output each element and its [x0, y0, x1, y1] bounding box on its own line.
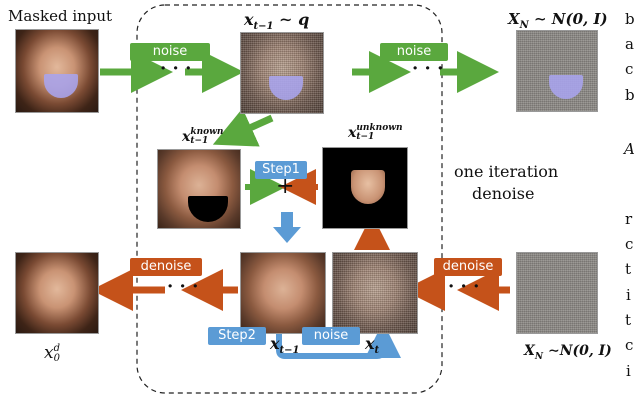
unknown-face-region [351, 170, 385, 204]
ellipsis-top-left: · · · [160, 58, 192, 79]
denoise-chip-left: denoise [130, 258, 202, 276]
xt1-bottom-label: xt−1 [270, 334, 300, 357]
denoise-caption: denoise [472, 184, 535, 203]
xt1-q-label: xt−1 ∼ q [244, 10, 310, 33]
mask-region-purple [44, 74, 78, 98]
xn-top-label: XN ∼ N(0, I) [508, 10, 608, 31]
mask-region-purple-top [269, 76, 303, 100]
noise-chip-right: noise [380, 43, 448, 61]
denoise-chip-right: denoise [434, 258, 502, 276]
xt1-image-bottom [240, 252, 326, 334]
ellipsis-bottom-right: · · · [448, 276, 480, 297]
known-image [157, 149, 241, 229]
mask-region-purple-xn [549, 75, 583, 99]
output-image [15, 252, 99, 334]
noise-chip-bottom: noise [302, 327, 360, 345]
arrow-step1-down [273, 212, 301, 243]
margin-letter-0: b [625, 10, 635, 28]
iteration-dashed-box [136, 4, 443, 394]
unknown-image [322, 147, 408, 229]
margin-letter-2: c [625, 60, 634, 78]
margin-letter-10: c [625, 336, 634, 354]
xn-bottom-label: XN ∼N(0, I) [524, 343, 612, 362]
margin-letter-7: t [625, 260, 632, 278]
margin-letter-6: c [625, 235, 634, 253]
step2-chip: Step2 [208, 327, 266, 345]
xt-bottom-label: xt [365, 334, 380, 357]
one-iteration-label: one iteration [454, 162, 559, 181]
known-mask-black [188, 196, 228, 222]
plus-sign: + [276, 174, 295, 199]
margin-letter-11: i [626, 362, 631, 380]
margin-letter-1: a [625, 35, 634, 53]
noise-chip-left: noise [130, 43, 210, 61]
margin-letter-8: i [626, 286, 631, 304]
xt1-noisy-image-top [240, 32, 324, 114]
xn-noise-image-bottom [516, 252, 598, 334]
xt-image-bottom [332, 252, 418, 334]
margin-letter-4: A [624, 140, 635, 158]
margin-letter-5: r [625, 210, 633, 228]
masked-input-label: Masked input [8, 7, 113, 25]
arrow-xt1-to-known [212, 108, 274, 147]
ellipsis-top-right: · · · [412, 58, 444, 79]
step1-chip: Step1 [255, 161, 307, 179]
ellipsis-bottom-left: · · · [167, 276, 199, 297]
arrow-step2-loop [276, 322, 401, 359]
margin-letter-3: b [625, 86, 635, 104]
masked-input-image [15, 29, 99, 113]
xn-noise-image-top [516, 30, 598, 112]
margin-letter-9: t [625, 311, 632, 329]
